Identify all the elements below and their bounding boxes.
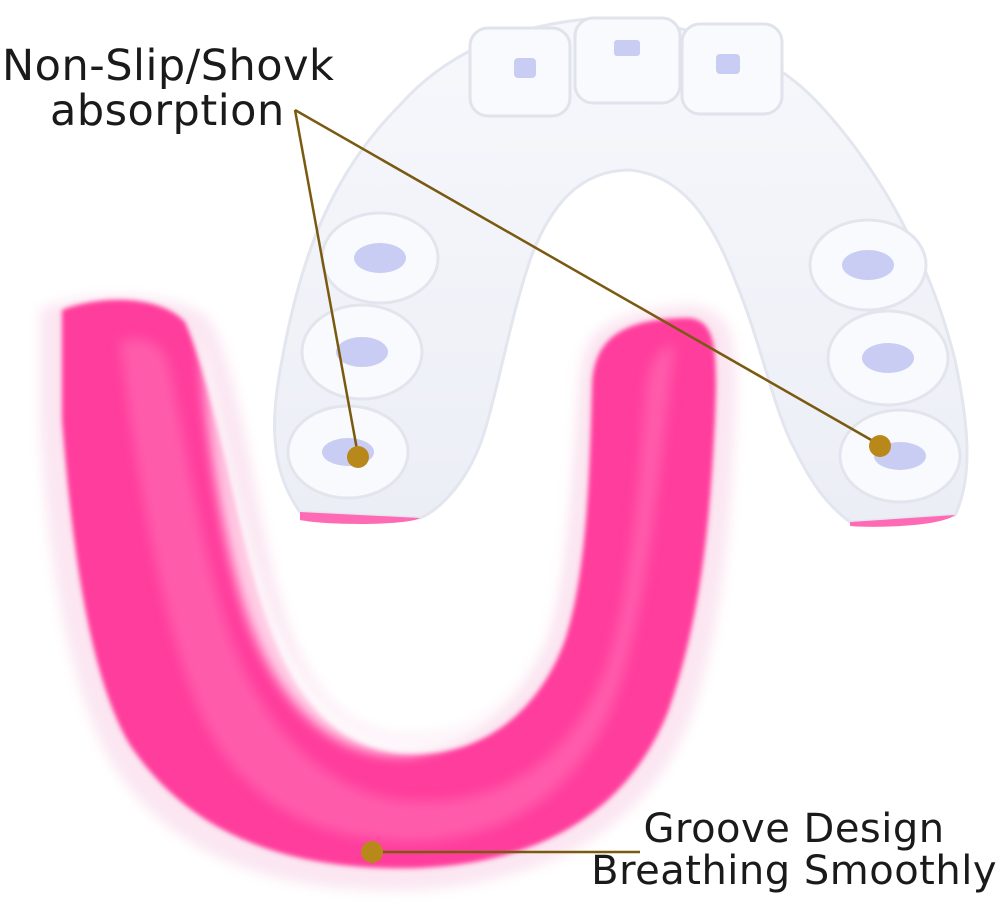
vent-hole [716,54,740,74]
callout-label-line: absorption [50,86,285,137]
callout-label-line: Groove Design [643,806,945,852]
vent-hole [514,58,536,78]
callout-label-nonslip: Non-Slip/Shovk absorption [2,41,335,137]
vent-hole [354,243,406,273]
callout-top [293,108,891,468]
callout-dot [361,841,383,863]
vent-hole [862,343,914,373]
vent-hole [614,40,640,56]
callout-label-line: Non-Slip/Shovk [2,41,335,91]
pink-mouthguard [40,296,737,891]
vent-hole [336,337,388,367]
vent-hole [842,250,894,280]
callout-line [293,109,360,456]
callout-dot [869,435,891,457]
white-guard-pink-edge-left [300,512,420,524]
callout-dot [347,446,369,468]
callout-line [294,108,881,447]
white-guard-pink-edge-right [850,515,955,527]
callout-label-groove: Groove Design Breathing Smoothly [591,808,997,892]
pink-guard-channel [120,338,675,842]
callout-bottom [361,841,640,863]
callout-label-line: Breathing Smoothly [591,848,997,894]
tooth-pad [573,16,682,105]
